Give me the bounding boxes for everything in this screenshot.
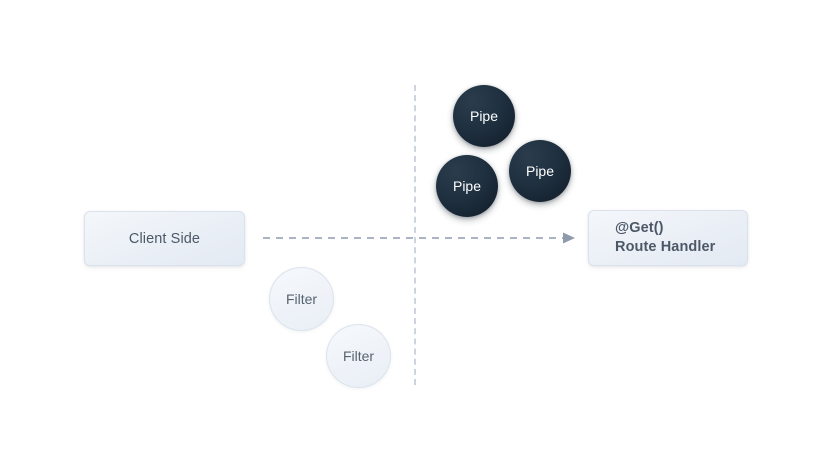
route-handler-box[interactable]: @Get() Route Handler (588, 210, 748, 266)
pipe-label-1: Pipe (469, 108, 499, 124)
route-handler-label: Route Handler (615, 239, 716, 255)
route-handler-text: @Get() Route Handler (615, 219, 715, 257)
pipe-label-2: Pipe (452, 178, 482, 194)
pipe-node-2[interactable]: Pipe (436, 155, 498, 217)
route-handler-decorator: @Get() (615, 219, 664, 236)
vertical-dashed-divider (414, 85, 416, 385)
flow-arrow-head (563, 232, 575, 244)
client-side-box[interactable]: Client Side (84, 211, 245, 266)
flow-arrow (263, 232, 575, 244)
filter-node-1[interactable]: Filter (269, 267, 334, 331)
client-side-label: Client Side (128, 230, 201, 247)
pipe-label-3: Pipe (525, 163, 555, 179)
pipe-node-3[interactable]: Pipe (509, 140, 571, 202)
filter-label-1: Filter (285, 291, 318, 307)
pipe-node-1[interactable]: Pipe (453, 85, 515, 147)
filter-label-2: Filter (342, 348, 375, 364)
filter-node-2[interactable]: Filter (326, 324, 391, 388)
